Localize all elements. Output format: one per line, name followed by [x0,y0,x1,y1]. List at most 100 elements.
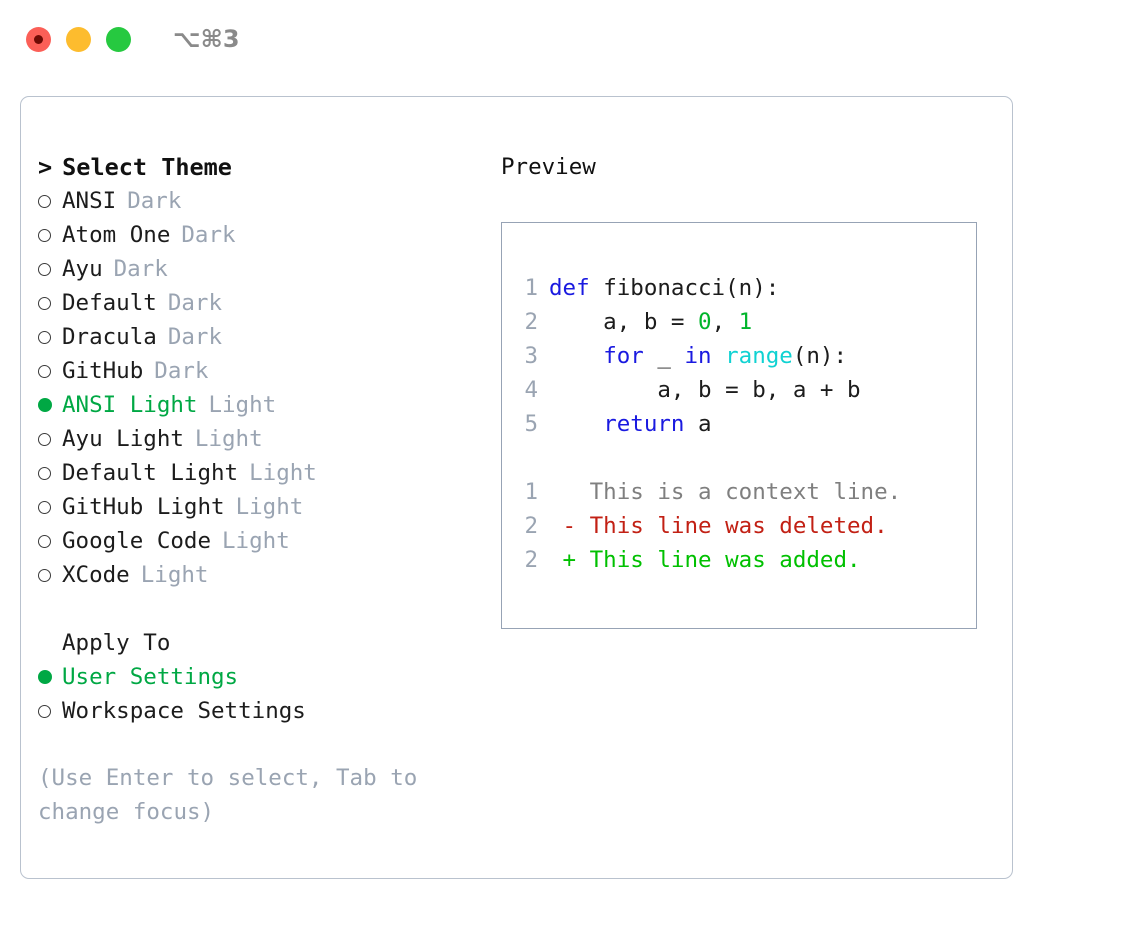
code-token: def [549,275,590,301]
apply-to-option[interactable]: User Settings [38,660,488,694]
radio-dot [38,466,51,480]
radio-dot [38,704,51,718]
theme-name-label: ANSI [62,188,117,214]
theme-kind-label: Dark [154,358,209,384]
radio-selected-icon[interactable] [38,670,62,684]
line-number: 1 [524,275,538,301]
radio-unselected-icon[interactable] [38,704,62,718]
theme-kind-label: Dark [181,222,236,248]
theme-name-label: Default Light [62,460,239,486]
diff-line: 2 + This line was added. [514,543,901,577]
theme-name-label: GitHub [62,358,144,384]
radio-dot [38,194,51,208]
radio-unselected-icon[interactable] [38,262,62,276]
caret-icon: > [38,153,53,181]
code-token: range [725,343,793,369]
theme-list-item[interactable]: Google Code Light [38,524,488,558]
radio-unselected-icon[interactable] [38,296,62,310]
theme-kind-label: Light [222,528,290,554]
code-token [549,343,603,369]
apply-to-option[interactable]: Workspace Settings [38,694,488,728]
diff-text: This is a context line. [549,479,902,505]
theme-name-label: Google Code [62,528,212,554]
theme-kind-label: Dark [113,256,168,282]
radio-dot [38,534,51,548]
code-line: 3 for _ in range(n): [514,339,861,373]
code-token: _ [643,343,685,369]
code-token [549,411,603,437]
theme-kind-label: Dark [167,324,223,350]
diff-line: 2 - This line was deleted. [514,509,901,543]
radio-unselected-icon[interactable] [38,466,62,480]
code-token: a [684,411,712,437]
line-number: 1 [524,479,538,505]
radio-unselected-icon[interactable] [38,534,62,548]
theme-list-item[interactable]: Dracula Dark [38,320,488,354]
code-line: 4 a, b = b, a + b [514,373,861,407]
code-token [590,275,604,301]
line-number: 4 [524,377,538,403]
theme-list-item[interactable]: GitHub Dark [38,354,488,388]
radio-dot [38,228,51,242]
code-token: (n): [792,343,848,369]
radio-unselected-icon[interactable] [38,364,62,378]
radio-unselected-icon[interactable] [38,194,62,208]
diff-line: 1 This is a context line. [514,475,901,509]
radio-unselected-icon[interactable] [38,500,62,514]
radio-dot [38,670,52,684]
select-theme-heading-label: Select Theme [62,153,232,181]
line-number: 5 [524,411,538,437]
radio-dot [38,432,51,446]
line-number: 2 [524,513,538,539]
line-number: 2 [524,309,538,335]
theme-kind-label: Light [194,426,263,452]
keyboard-hint-text: (Use Enter to select, Tab to change focu… [38,765,431,825]
theme-list-item[interactable]: Default Light Light [38,456,488,490]
minimize-button[interactable] [66,26,91,52]
code-line: 2 a, b = 0, 1 [514,305,861,339]
select-theme-heading: > Select Theme [38,150,488,184]
code-token: for [603,343,644,369]
code-token: a, b = b, a + b [549,377,861,403]
theme-name-label: Dracula [62,324,157,350]
theme-kind-label: Light [249,460,317,486]
diff-text: + This line was added. [549,547,861,573]
theme-kind-label: Dark [167,290,223,316]
code-line: 5 return a [514,407,861,441]
code-token: 0 [698,309,712,335]
code-token: in [684,343,712,369]
line-number: 3 [524,343,538,369]
keyboard-shortcut-label: ⌥⌘3 [173,25,240,53]
radio-dot [38,364,51,378]
line-number: 2 [524,547,538,573]
radio-unselected-icon[interactable] [38,432,62,446]
preview-heading: Preview [501,154,596,180]
maximize-button[interactable] [106,26,131,52]
radio-unselected-icon[interactable] [38,228,62,242]
theme-name-label: XCode [62,562,130,588]
close-button[interactable] [26,26,51,52]
radio-unselected-icon[interactable] [38,330,62,344]
radio-unselected-icon[interactable] [38,568,62,582]
radio-selected-icon[interactable] [38,398,62,412]
theme-kind-label: Light [235,494,304,520]
recording-indicator-icon [34,34,43,44]
radio-dot [38,262,51,276]
